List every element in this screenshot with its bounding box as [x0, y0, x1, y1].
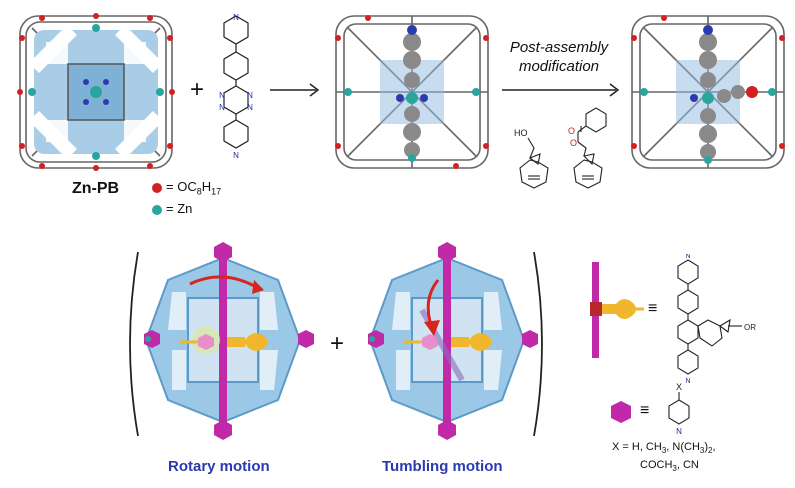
- x-substituent-label: X: [676, 382, 682, 392]
- svg-text:N: N: [685, 378, 690, 384]
- plus-sign-top: +: [190, 76, 205, 103]
- tumbling-motion-label: Tumbling motion: [382, 458, 503, 475]
- teal-dot-legend: = Zn: [166, 201, 193, 216]
- svg-text:N: N: [219, 103, 225, 112]
- ligand-structure-legend: N N OR: [677, 254, 756, 384]
- magenta-hexagon-icon: [611, 401, 631, 423]
- post-assembly-label: Post-assembly modification: [509, 39, 609, 75]
- n-top-label: N: [685, 254, 690, 260]
- red-dot-icon: [152, 183, 162, 193]
- cage-with-ligand-image: [335, 15, 489, 169]
- pyridine-structure: X N: [668, 382, 690, 436]
- ligand-schematic-icon: [590, 262, 644, 358]
- pyridine-n-label: N: [676, 427, 682, 436]
- equiv-sign-1: ≡: [648, 300, 658, 317]
- right-bracket: [533, 251, 543, 437]
- left-bracket: [129, 251, 139, 437]
- svg-text:O: O: [568, 126, 575, 136]
- equiv-sign-2: ≡: [640, 402, 650, 419]
- zn-pb-label: Zn-PB: [72, 180, 120, 197]
- bcn-reagents-structures: HO O O: [514, 107, 607, 189]
- svg-text:N: N: [219, 91, 225, 100]
- rotary-motion-label: Rotary motion: [168, 458, 270, 475]
- modified-cage-image: [631, 15, 785, 169]
- svg-text:N: N: [247, 91, 253, 100]
- svg-text:O: O: [570, 138, 577, 148]
- rotary-cage-diagram: [144, 242, 314, 440]
- reaction-arrow-2: [502, 83, 620, 97]
- x-definition-text: X = H, CH3, N(CH3)2, COCH3, CN: [612, 441, 716, 474]
- svg-text:N: N: [233, 151, 239, 160]
- teal-dot-icon: [152, 205, 162, 215]
- or-label: OR: [744, 323, 756, 332]
- red-dot-legend: = OC8H17: [166, 179, 222, 197]
- svg-text:N: N: [247, 103, 253, 112]
- zn-pb-cage-image: [17, 13, 175, 171]
- svg-text:N: N: [233, 13, 239, 22]
- ho-label: HO: [514, 128, 528, 138]
- reaction-arrow-1: [270, 83, 320, 97]
- plus-sign-bottom: +: [330, 330, 345, 357]
- tumbling-cage-diagram: [368, 242, 538, 440]
